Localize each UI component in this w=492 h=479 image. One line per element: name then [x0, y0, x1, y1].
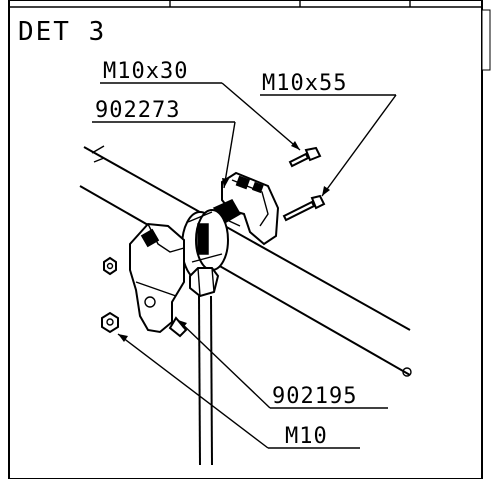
main-tube: [79, 145, 412, 377]
loose-nut-lower: [101, 311, 119, 334]
lower-clamp-bracket: [129, 222, 188, 338]
vertical-tube: [198, 295, 213, 466]
label-bracket-902195: 902195: [272, 384, 357, 409]
label-bracket-902273: 902273: [95, 98, 180, 123]
tube-clamp-collar: [181, 209, 229, 281]
bolt-m10x55: [282, 194, 326, 222]
leader-lines: [92, 82, 397, 449]
tube-nut: [189, 267, 220, 298]
bolt-m10x30: [288, 146, 322, 168]
label-nut-m10: M10: [285, 424, 328, 449]
label-bolt-m10x55: M10x55: [262, 71, 347, 96]
drawing-frame: [8, 0, 491, 479]
label-bolt-m10x30: M10x30: [103, 59, 188, 84]
detail-title: DET 3: [18, 17, 106, 47]
loose-nut-upper: [103, 256, 117, 276]
